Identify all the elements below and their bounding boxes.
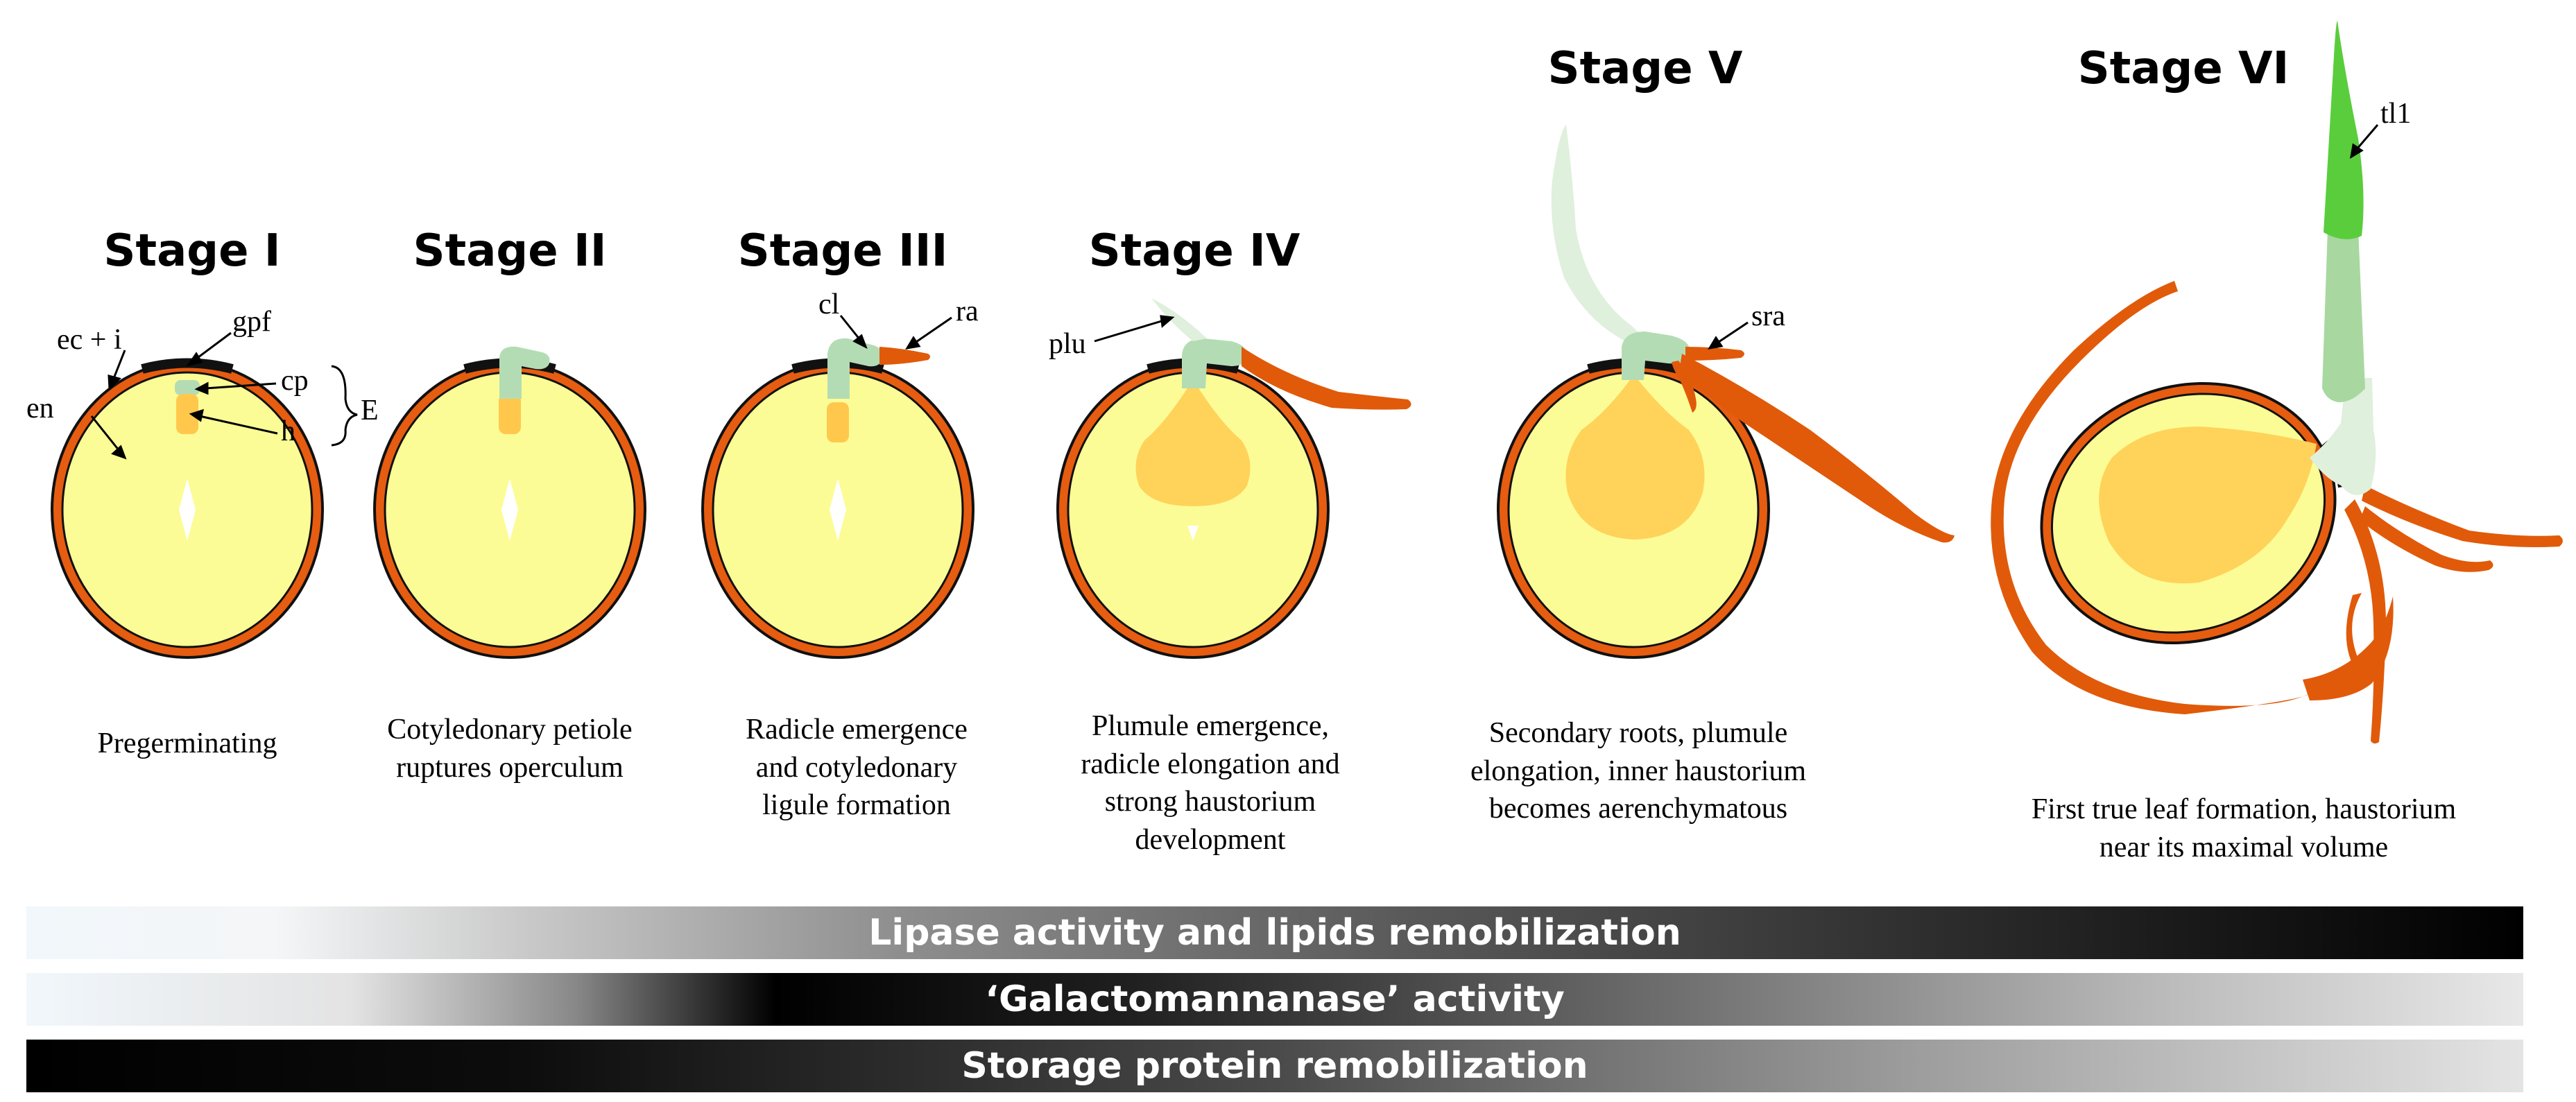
caption-line: Cotyledonary petiole	[387, 714, 633, 746]
cotyledonary-petiole	[1182, 338, 1248, 388]
bar-label: Lipase activity and lipids remobilizatio…	[868, 912, 1681, 954]
cotyledonary-petiole	[175, 380, 200, 395]
stage-2-title: Stage II	[413, 225, 607, 277]
radicle	[1242, 347, 1411, 410]
label-ra: ra	[956, 295, 979, 327]
germ-pore-operculum	[141, 358, 234, 374]
stage-4-seed	[1056, 298, 1411, 659]
stage-2-seed	[373, 346, 646, 659]
stage-5-caption: Secondary roots, plumule elongation, inn…	[1470, 714, 1806, 828]
caption-line: development	[1135, 823, 1286, 856]
cotyledonary-petiole	[827, 338, 883, 399]
label-cl: cl	[818, 289, 840, 320]
caption-line: becomes aerenchymatous	[1488, 793, 1788, 825]
label-cp: cp	[281, 365, 309, 397]
caption-line: Secondary roots, plumule	[1488, 717, 1788, 749]
stage-1-seed	[51, 358, 324, 659]
storage-protein-bar: Storage protein remobilization	[26, 1040, 2523, 1092]
stage-6-title: Stage VI	[2077, 43, 2290, 94]
stage-3-caption: Radicle emergence and cotyledonary ligul…	[746, 711, 968, 825]
haustorium	[499, 394, 521, 434]
caption-line: First true leaf formation, haustorium	[2031, 793, 2457, 825]
label-E: E	[361, 395, 379, 427]
label-plu: plu	[1049, 328, 1086, 360]
stage-6-seed	[1991, 21, 2563, 744]
secondary-root	[1672, 361, 1697, 413]
caption-line: Pregerminating	[97, 728, 277, 759]
endosperm-cavity	[1187, 526, 1199, 541]
caption-line: elongation, inner haustorium	[1470, 755, 1807, 787]
stage-5-title: Stage V	[1547, 43, 1743, 94]
plumule	[1551, 125, 1645, 347]
stage-3-seed	[701, 338, 974, 659]
galactomannanase-activity-bar: ‘Galactomannanase’ activity	[26, 973, 2523, 1026]
label-tl1: tl1	[2380, 98, 2412, 130]
root-curl	[2346, 593, 2362, 674]
plumule-sheath	[2322, 229, 2365, 402]
stage-2-caption: Cotyledonary petiole ruptures operculum	[387, 711, 632, 786]
stage-5-seed	[1497, 125, 1955, 659]
lipase-activity-bar: Lipase activity and lipids remobilizatio…	[26, 906, 2523, 959]
cotyledonary-petiole	[499, 346, 550, 399]
radicle	[1678, 354, 1955, 543]
label-ec-i: ec + i	[57, 324, 122, 356]
caption-line: radicle elongation and	[1081, 748, 1340, 780]
caption-line: Plumule emergence,	[1091, 710, 1330, 742]
caption-line: ruptures operculum	[396, 751, 624, 784]
caption-line: ligule formation	[762, 789, 951, 822]
caption-line: near its maximal volume	[2099, 831, 2389, 863]
haustorium	[827, 402, 849, 442]
label-h: h	[281, 415, 295, 447]
haustorium	[1135, 385, 1251, 506]
stage-3-pointers	[839, 315, 952, 350]
stage-1-title: Stage I	[103, 225, 281, 277]
stage-3-title: Stage III	[737, 225, 948, 277]
root-bottom	[2303, 596, 2394, 700]
label-en: en	[26, 393, 54, 424]
stage-4-caption: Plumule emergence, radicle elongation an…	[1081, 707, 1339, 859]
root-vertical	[2344, 499, 2386, 744]
haustorium	[2099, 427, 2317, 584]
stage-5-pointers	[1708, 321, 1749, 350]
cotyledonary-sheath	[2310, 378, 2376, 495]
label-gpf: gpf	[232, 306, 271, 338]
root-right-upper	[2362, 485, 2563, 547]
haustorium	[1565, 380, 1705, 540]
caption-line: strong haustorium	[1104, 786, 1316, 818]
caption-line: and cotyledonary	[755, 751, 958, 784]
endosperm-cavity	[830, 479, 846, 541]
stage-4-title: Stage IV	[1088, 225, 1300, 277]
stage-6-pointers	[2349, 124, 2379, 159]
root-right-lower	[2360, 506, 2493, 572]
stage-1-caption: Pregerminating	[98, 725, 277, 763]
stage-4-pointers	[1094, 315, 1175, 343]
plumule	[1151, 298, 1207, 341]
stage-1-pointers	[90, 332, 358, 460]
haustorium	[176, 394, 198, 434]
endosperm-cavity	[501, 479, 518, 541]
stage-6-caption: First true leaf formation, haustorium ne…	[2032, 791, 2456, 866]
caption-line: Radicle emergence	[746, 714, 968, 746]
bar-label: ‘Galactomannanase’ activity	[985, 979, 1565, 1020]
endosperm-cavity	[179, 479, 196, 541]
bar-label: Storage protein remobilization	[961, 1045, 1588, 1087]
label-sra: sra	[1751, 300, 1785, 332]
true-leaf	[2324, 21, 2364, 239]
radicle	[879, 347, 930, 365]
secondary-radicle	[1685, 347, 1744, 361]
cotyledonary-petiole	[1622, 332, 1690, 380]
